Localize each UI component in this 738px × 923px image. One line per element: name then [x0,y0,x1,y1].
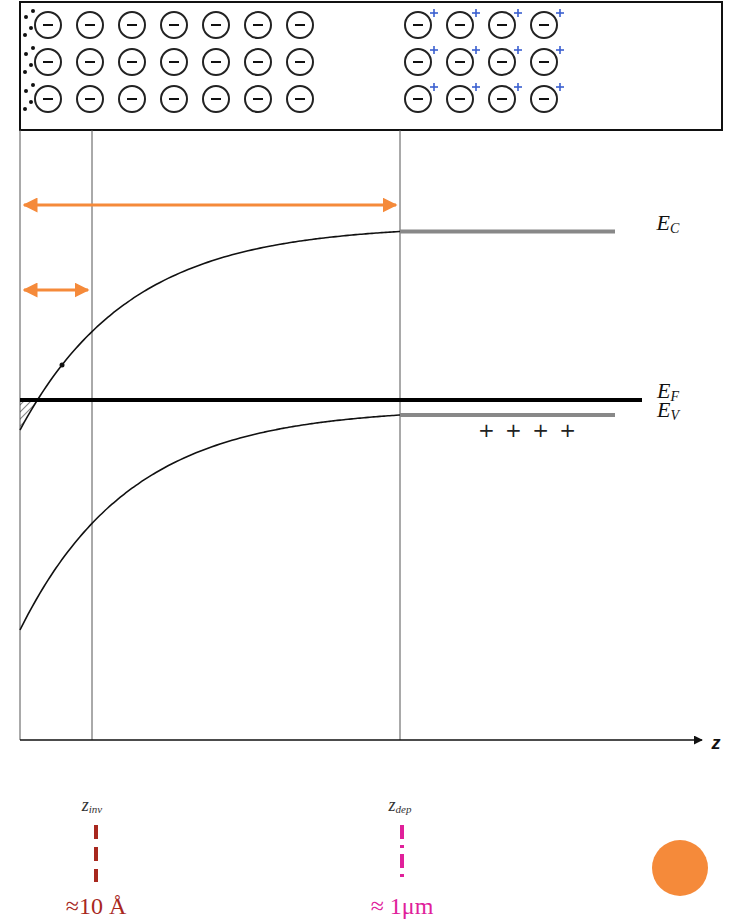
acceptor-ion [161,49,187,75]
acceptor-ion [161,12,187,38]
acceptor-ion [35,49,61,75]
position-label: zdep [389,796,412,816]
acceptor-ion [119,49,145,75]
acceptor-ion [531,9,564,38]
acceptor-ion [531,83,564,112]
acceptor-ion [447,9,480,38]
hole-charges: + + + + [478,419,578,441]
acceptor-ion [447,46,480,75]
guide-lines [20,130,400,740]
acceptor-ion [531,46,564,75]
acceptor-ion [203,86,229,112]
acceptor-ion [161,86,187,112]
acceptor-ion [119,12,145,38]
depletion-arrow [24,204,396,207]
acceptor-ion [77,86,103,112]
acceptor-ion [77,49,103,75]
acceptor-ion [405,83,438,112]
position-label: zinv [82,796,102,816]
acceptor-ion [287,49,313,75]
acceptor-ion [35,86,61,112]
dimension-label: ≈10 Å [66,893,127,919]
inversion-marker [94,825,98,882]
acceptor-ion [35,12,61,38]
acceptor-ion [245,49,271,75]
acceptor-ion [489,83,522,112]
acceptor-ion [203,12,229,38]
orange-dot [652,840,708,896]
dimension-label: ≈ 1μm [371,893,434,919]
axis-label: z [712,734,721,754]
acceptor-ion [489,46,522,75]
acceptor-ion [119,86,145,112]
acceptor-ion [245,12,271,38]
acceptor-ion [405,46,438,75]
acceptor-ion [489,9,522,38]
acceptor-ion [245,86,271,112]
depletion-marker [400,825,404,882]
acceptor-ion [405,9,438,38]
lattice [23,9,564,112]
fermi-level [20,398,642,402]
crystal-box [20,2,722,130]
band-curves [20,231,615,630]
acceptor-ion [77,12,103,38]
acceptor-ion [287,86,313,112]
z-axis [20,739,702,741]
band-label: EV [657,398,679,423]
acceptor-ion [203,49,229,75]
acceptor-ion [287,12,313,38]
inversion-arrow [24,289,88,292]
band-label: EC [657,211,680,236]
acceptor-ion [447,83,480,112]
